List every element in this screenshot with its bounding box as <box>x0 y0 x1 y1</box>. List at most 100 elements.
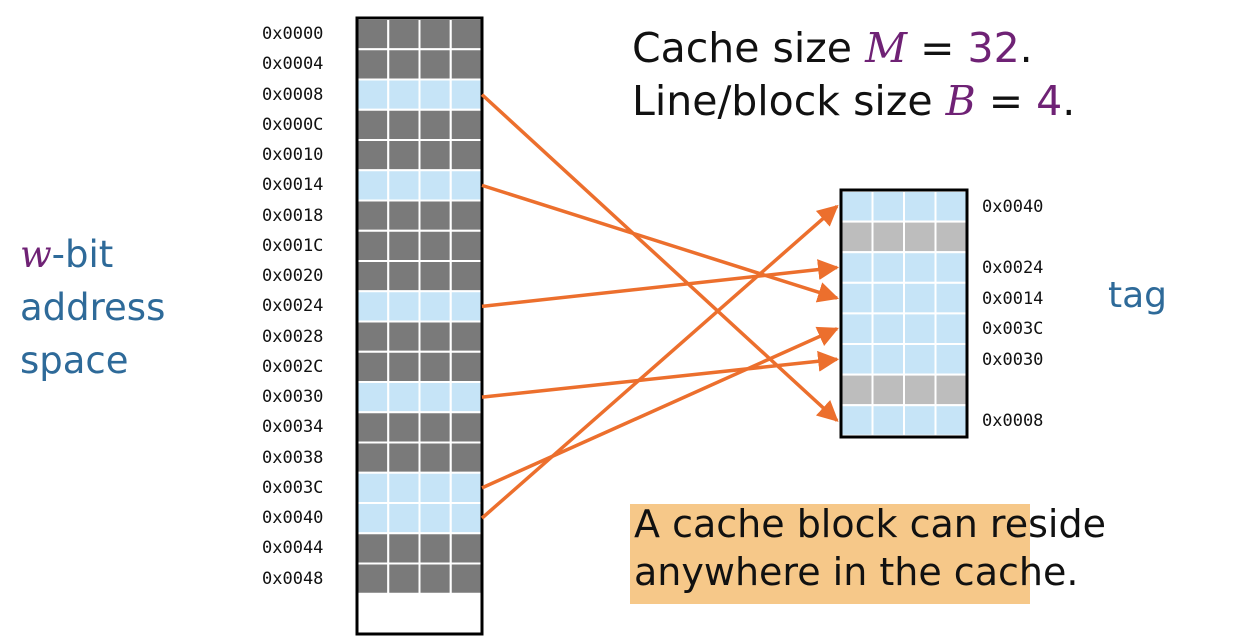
cache-cell <box>840 373 874 407</box>
memory-cell <box>449 18 483 51</box>
cache-grid <box>840 190 968 437</box>
memory-cell <box>356 169 390 202</box>
memory-address-label: 0x0044 <box>262 538 324 559</box>
memory-cell <box>418 78 452 111</box>
cache-cell <box>871 190 905 223</box>
cache-size-eq: = <box>907 24 968 72</box>
mapping-arrow <box>481 183 840 303</box>
cache-line <box>840 373 968 407</box>
cache-line <box>840 220 968 254</box>
cache-cell <box>934 190 968 223</box>
memory-cell <box>387 48 421 81</box>
line-size-eq: = <box>975 77 1037 125</box>
memory-cell <box>449 441 483 474</box>
cache-size-line: Cache size M = 32. <box>632 23 1033 73</box>
memory-cell <box>449 350 483 383</box>
cache-cell <box>840 251 874 284</box>
memory-address-label: 0x003C <box>262 477 324 498</box>
memory-cell <box>449 471 483 504</box>
memory-address-label: 0x0038 <box>262 447 324 468</box>
cache-cell <box>903 220 937 254</box>
cache-size-value: 32 <box>967 24 1020 72</box>
cache-cell <box>934 281 968 315</box>
memory-row <box>356 48 483 81</box>
memory-cell <box>418 169 452 202</box>
cache-cell <box>903 251 937 284</box>
memory-cell <box>449 48 483 81</box>
memory-cell <box>356 48 390 81</box>
memory-row <box>356 290 483 323</box>
memory-row <box>356 169 483 202</box>
memory-cell <box>418 320 452 353</box>
memory-cell <box>449 229 483 262</box>
line-size-prefix: Line/block size <box>632 77 946 125</box>
memory-row <box>356 320 483 353</box>
memory-cell <box>449 139 483 172</box>
cache-line <box>840 251 968 284</box>
memory-cell <box>418 411 452 444</box>
memory-cell <box>449 169 483 202</box>
cache-cell <box>903 343 937 376</box>
cache-cell <box>903 281 937 315</box>
cache-line <box>840 190 968 223</box>
memory-outline <box>355 16 484 636</box>
line-size-line: Line/block size B = 4. <box>632 76 1075 126</box>
memory-cell <box>387 471 421 504</box>
memory-cell <box>356 320 390 353</box>
memory-cell <box>387 441 421 474</box>
memory-cell <box>418 139 452 172</box>
memory-cell <box>387 562 421 595</box>
memory-cell <box>449 381 483 414</box>
memory-address-label: 0x0010 <box>262 145 324 165</box>
cache-cell <box>871 343 905 376</box>
memory-cell <box>356 229 390 262</box>
memory-cell <box>356 532 390 565</box>
memory-address-label: 0x0020 <box>262 266 324 286</box>
memory-cell <box>449 562 483 595</box>
cache-tag-label: 0x0008 <box>982 411 1044 432</box>
memory-cell <box>387 78 421 111</box>
w-symbol: w <box>20 233 52 276</box>
mapping-arrow <box>481 350 840 399</box>
memory-address-label: 0x0000 <box>262 24 324 44</box>
cache-cell <box>840 220 874 254</box>
memory-cell <box>356 562 390 595</box>
memory-row <box>356 381 483 414</box>
mapping-arrow <box>480 204 839 520</box>
memory-address-label: 0x0028 <box>262 326 324 347</box>
memory-row <box>356 562 483 595</box>
memory-cell <box>418 48 452 81</box>
memory-cell <box>418 108 452 141</box>
memory-cell <box>418 18 452 51</box>
cache-cell <box>903 373 937 407</box>
cache-cell <box>903 190 937 223</box>
memory-row <box>356 532 483 565</box>
memory-cell <box>356 18 390 51</box>
mapping-arrow <box>481 259 840 309</box>
memory-cell <box>356 139 390 172</box>
memory-cell <box>449 502 483 535</box>
space-text: space <box>20 339 129 382</box>
address-space-label: w-bit <box>20 228 113 281</box>
memory-cell <box>449 78 483 111</box>
memory-cell <box>356 290 390 323</box>
memory-row <box>356 441 483 474</box>
cache-cell <box>903 312 937 345</box>
cache-cell <box>934 343 968 376</box>
memory-cell <box>418 471 452 504</box>
cache-size-prefix: Cache size <box>632 24 866 72</box>
memory-address-label: 0x000C <box>262 114 324 135</box>
memory-cell <box>418 199 452 232</box>
cache-tag-label: 0x0024 <box>982 258 1044 279</box>
memory-row <box>356 108 483 141</box>
memory-row <box>356 411 483 444</box>
cache-cell <box>840 343 874 376</box>
mapping-arrow <box>480 93 839 422</box>
note-box <box>630 504 1030 604</box>
memory-address-label: 0x0004 <box>262 54 324 75</box>
cache-line <box>840 281 968 315</box>
cache-size-symbol: M <box>865 24 908 72</box>
cache-cell <box>871 312 905 345</box>
line-size-suffix: . <box>1062 77 1076 125</box>
